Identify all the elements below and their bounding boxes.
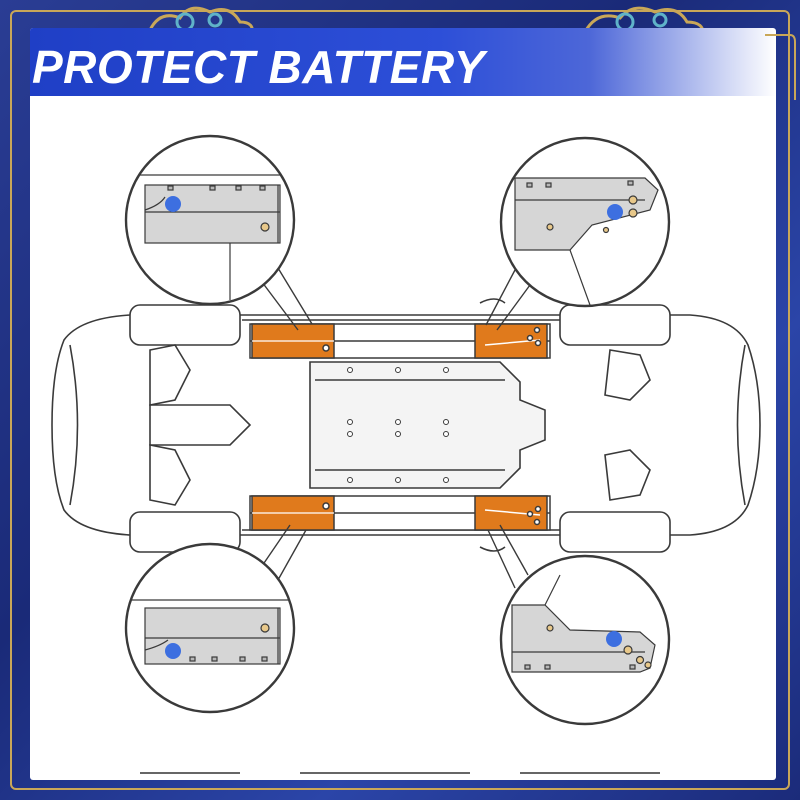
car-underbody-diagram [51,134,761,774]
content-panel: PROTECT BATTERY [30,28,776,780]
callout-rear-left [499,136,671,308]
callout-front-right [124,542,296,714]
mount-point-marker [165,196,181,212]
corner-ornament-icon [765,34,796,100]
mount-point-marker [607,204,623,220]
floor-holes [347,367,449,483]
leader-lines [261,267,531,589]
callout-front-left [124,134,296,306]
gold-border [10,10,790,790]
title-banner: PROTECT BATTERY [30,28,776,96]
callout-rear-right [499,554,671,726]
page-title: PROTECT BATTERY [32,41,486,93]
mount-point-marker [606,631,622,647]
car-body [51,298,761,553]
side-sills [249,323,551,531]
mount-point-marker [165,643,181,659]
